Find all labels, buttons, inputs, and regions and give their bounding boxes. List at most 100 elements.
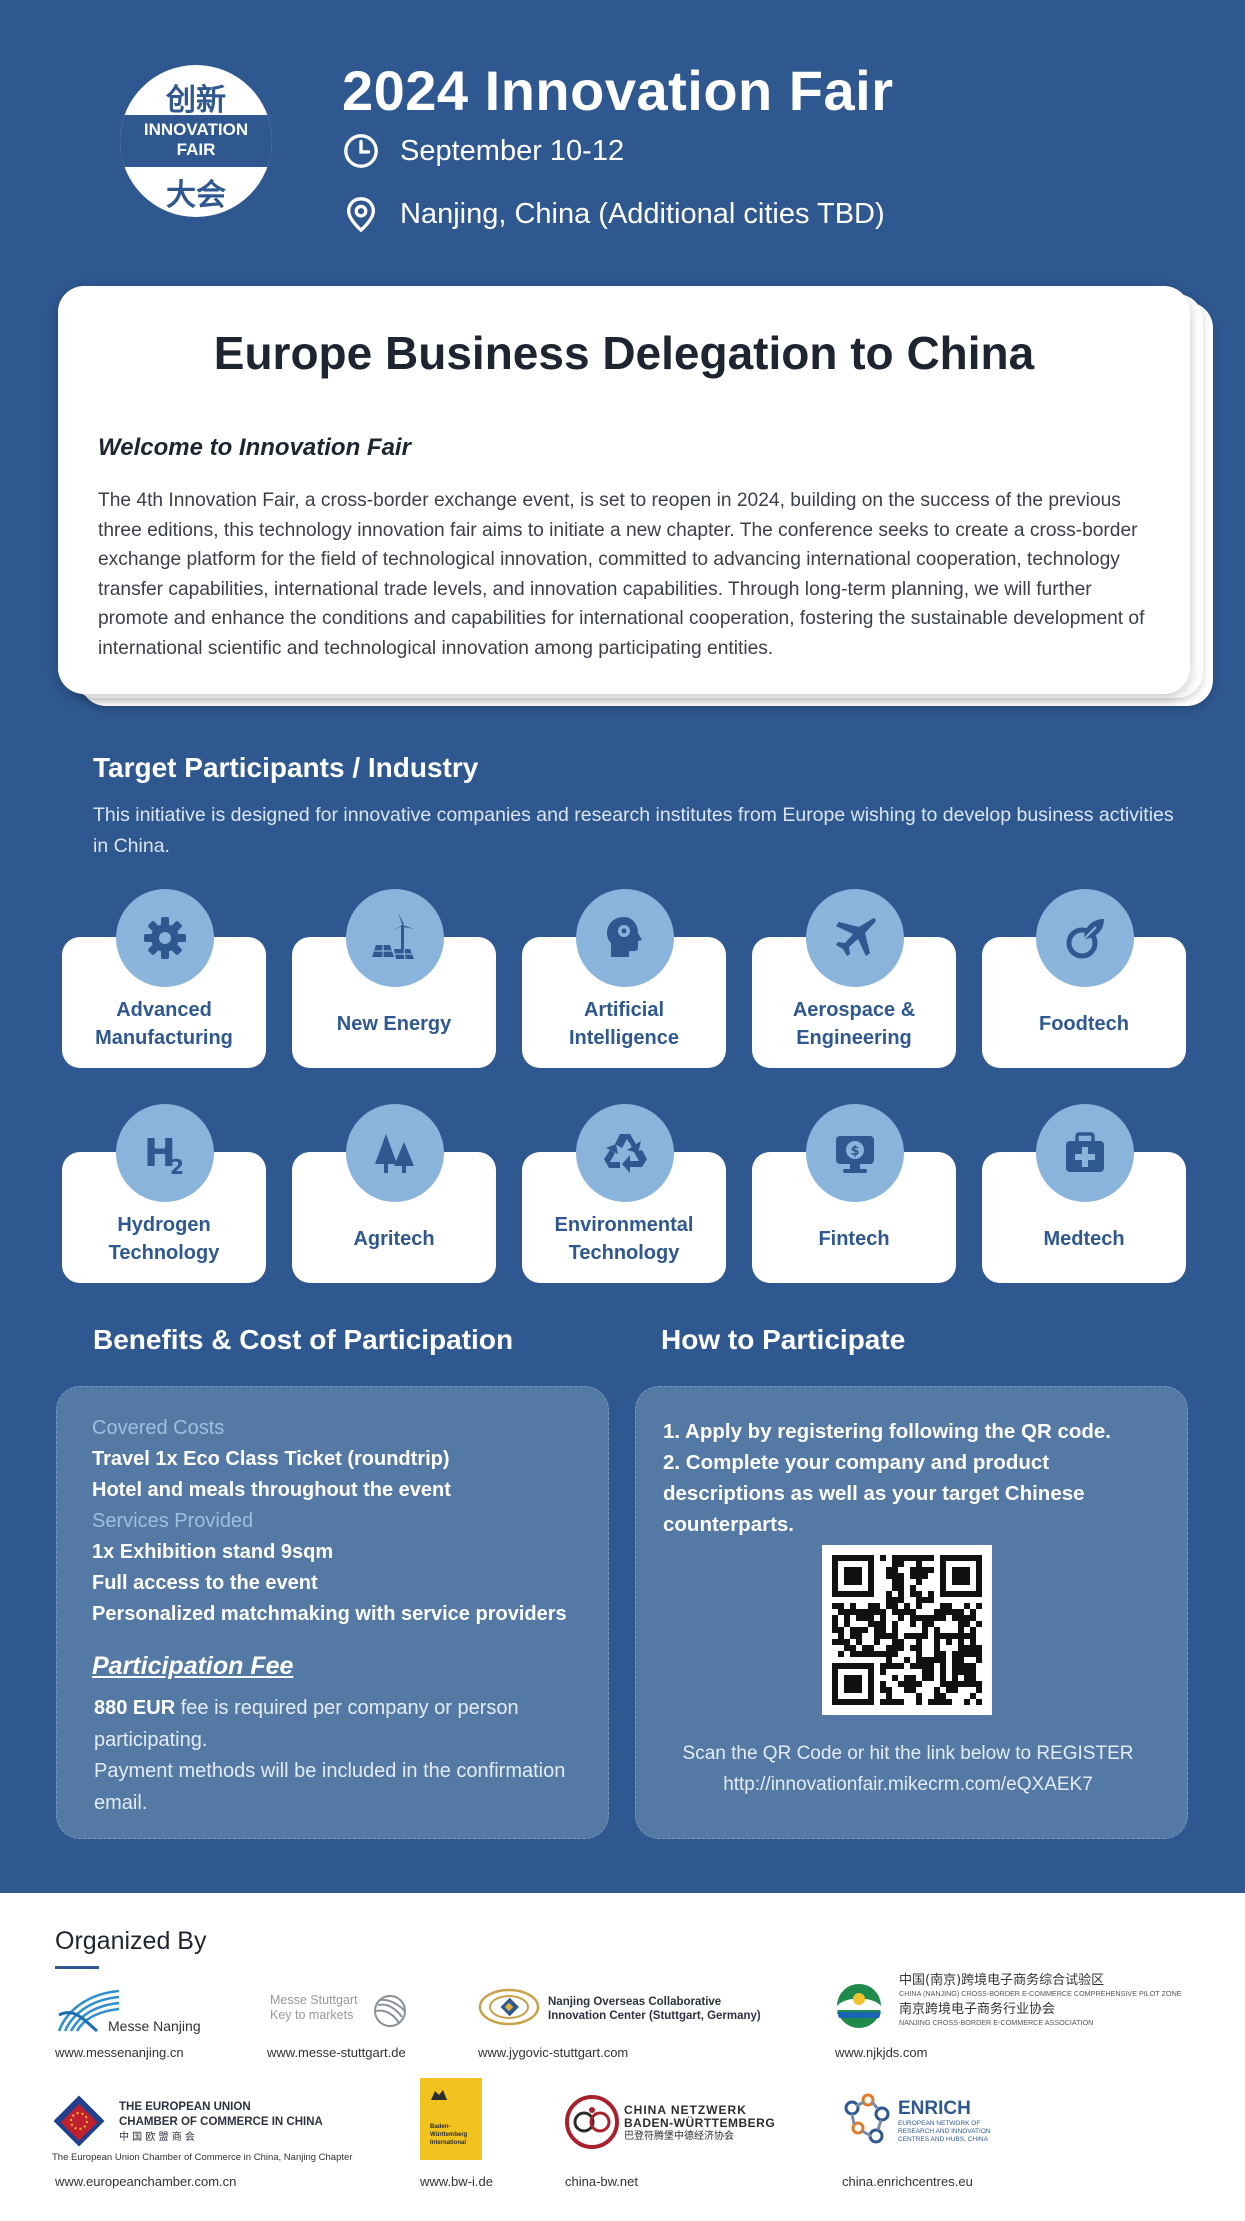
njkjds-url[interactable]: www.njkjds.com xyxy=(835,2045,928,2060)
howto-steps: 1. Apply by registering following the QR… xyxy=(663,1416,1163,1540)
industry-tile-new-energy: New Energy xyxy=(292,889,496,1068)
industry-label: New Energy xyxy=(336,1013,452,1035)
participants-subtitle: This initiative is designed for innovati… xyxy=(93,804,1174,857)
registration-qr-code[interactable] xyxy=(822,1545,992,1715)
fee-description: fee is required per company or person pa… xyxy=(94,1697,519,1751)
benefits-list: Covered Costs Travel 1x Eco Class Ticket… xyxy=(92,1413,567,1630)
eu-chamber-line2: CHAMBER OF COMMERCE IN CHINA xyxy=(119,2116,323,2128)
intro-title: Europe Business Delegation to China xyxy=(213,327,1035,379)
industry-tile-environmental: Environmental Technology xyxy=(522,1104,726,1283)
covered-item: Hotel and meals throughout the event xyxy=(92,1479,451,1501)
logo-band xyxy=(120,115,272,167)
jygovic-name-line1: Nanjing Overseas Collaborative xyxy=(548,1996,722,2008)
enrich-line2: RESEARCH AND INNOVATION xyxy=(898,2128,991,2135)
service-item: Personalized matchmaking with service pr… xyxy=(92,1603,567,1625)
industry-tile-aerospace: Aerospace & Engineering xyxy=(752,889,956,1068)
messe-nanjing-logo: Messe Nanjing xyxy=(55,1985,225,2035)
event-location-text: Nanjing, China (Additional cities TBD) xyxy=(400,197,885,230)
howto-step-1: 1. Apply by registering following the QR… xyxy=(663,1420,1112,1443)
event-location: Nanjing, China (Additional cities TBD) xyxy=(342,195,885,233)
page-title: 2024 Innovation Fair xyxy=(342,59,894,122)
industry-label: Foodtech xyxy=(1039,1013,1129,1035)
organizers-underline xyxy=(55,1966,99,1969)
industry-tile-fintech: $ Fintech xyxy=(752,1104,956,1283)
event-date-text: September 10-12 xyxy=(400,134,625,167)
jygovic-name-line2: Innovation Center (Stuttgart, Germany) xyxy=(548,2010,761,2022)
jygovic-url[interactable]: www.jygovic-stuttgart.com xyxy=(478,2045,629,2060)
njkjds-emblem xyxy=(837,1984,881,2028)
ai-head-icon xyxy=(576,889,674,987)
trees-icon xyxy=(346,1104,444,1202)
benefits-heading: Benefits & Cost of Participation xyxy=(93,1324,514,1355)
howto-heading: How to Participate xyxy=(661,1324,906,1355)
enrich-line1: EUROPEAN NETWORK OF xyxy=(898,2120,981,2127)
logo-cn-bottom: 大会 xyxy=(166,178,226,213)
leaf-icon xyxy=(1036,889,1134,987)
china-bw-url[interactable]: china-bw.net xyxy=(565,2174,638,2189)
clock-icon xyxy=(344,134,378,168)
china-bw-text: CHINA NETZWERK BADEN-WÜRTTEMBERG 巴登符腾堡中德… xyxy=(624,2104,775,2143)
enrich-text: ENRICH EUROPEAN NETWORK OF RESEARCH AND … xyxy=(898,2098,991,2144)
fee-text: 880 EUR fee is required per company or p… xyxy=(94,1693,594,1819)
china-bw-line2: BADEN-WÜRTTEMBERG xyxy=(624,2116,776,2130)
qr-code-graphic xyxy=(832,1555,982,1705)
messe-stuttgart-emblem xyxy=(374,1995,406,2027)
welcome-heading: Welcome to Innovation Fair xyxy=(98,434,411,461)
china-bw-line1: CHINA NETZWERK xyxy=(624,2103,747,2117)
logo-en-line1: INNOVATION xyxy=(143,120,249,139)
messe-stuttgart-tagline: Key to markets xyxy=(270,2008,354,2022)
china-bw-logo: CHINA NETZWERK BADEN-WÜRTTEMBERG 巴登符腾堡中德… xyxy=(564,2094,794,2154)
howto-step-2: 2. Complete your company and product des… xyxy=(663,1451,1085,1536)
service-item: 1x Exhibition stand 9sqm xyxy=(92,1541,334,1563)
industry-label: Environmental Technology xyxy=(554,1214,694,1264)
njkjds-en-line1: CHINA (NANJING) CROSS-BORDER E-COMMERCE … xyxy=(899,1989,1182,1998)
china-bw-emblem xyxy=(565,2095,619,2149)
bw-i-line1: Baden- xyxy=(430,2124,451,2130)
event-date: September 10-12 xyxy=(342,132,624,170)
svg-text:$: $ xyxy=(850,1144,859,1159)
industry-label: Artificial Intelligence xyxy=(568,999,680,1049)
enrich-line3: CENTRES AND HUBS, CHINA xyxy=(898,2136,988,2143)
fee-amount: 880 EUR xyxy=(94,1697,176,1719)
registration-link[interactable]: http://innovationfair.mikecrm.com/eQXAEK… xyxy=(723,1774,1093,1795)
organizers-heading: Organized By xyxy=(55,1927,207,1955)
fintech-screen-icon: $ xyxy=(806,1104,904,1202)
njkjds-cn-line1: 中国(南京)跨境电子商务综合试验区 xyxy=(899,1973,1105,1988)
messe-stuttgart-name: Messe Stuttgart xyxy=(270,1993,358,2007)
enrich-name: ENRICH xyxy=(898,2098,971,2119)
industry-label: Advanced Manufacturing xyxy=(95,999,233,1049)
jygovic-emblem xyxy=(478,1988,540,2026)
service-item: Full access to the event xyxy=(92,1572,318,1594)
industry-tile-advanced-manufacturing: Advanced Manufacturing xyxy=(62,889,266,1068)
location-pin-icon xyxy=(346,197,376,233)
medical-kit-icon xyxy=(1036,1104,1134,1202)
svg-text:2: 2 xyxy=(170,1155,184,1179)
bw-i-text: Baden- Württemberg International xyxy=(430,2123,467,2147)
njkjds-cn-line2: 南京跨境电子商务行业协会 xyxy=(899,2002,1056,2017)
china-bw-cn: 巴登符腾堡中德经济协会 xyxy=(624,2131,734,2142)
covered-costs-title: Covered Costs xyxy=(92,1417,225,1439)
bw-i-line3: International xyxy=(430,2140,467,2146)
intro-card: Europe Business Delegation to China Welc… xyxy=(58,286,1190,694)
eu-chamber-url[interactable]: www.europeanchamber.com.cn xyxy=(55,2174,237,2189)
industry-label: Hydrogen Technology xyxy=(108,1214,220,1264)
bw-i-url[interactable]: www.bw-i.de xyxy=(420,2174,493,2189)
messe-stuttgart-url[interactable]: www.messe-stuttgart.de xyxy=(267,2045,406,2060)
services-title: Services Provided xyxy=(92,1510,254,1532)
gear-icon xyxy=(116,889,214,987)
qr-caption-text: Scan the QR Code or hit the link below t… xyxy=(682,1743,1134,1764)
bw-i-logo: Baden- Württemberg International xyxy=(420,2078,482,2160)
recycle-icon xyxy=(576,1104,674,1202)
industry-tile-artificial-intelligence: Artificial Intelligence xyxy=(522,889,726,1068)
logo-en-line2: FAIR xyxy=(176,140,216,159)
messe-nanjing-url[interactable]: www.messenanjing.cn xyxy=(55,2045,184,2060)
njkjds-en-line2: NANJING CROSS-BORDER E-COMMERCE ASSOCIAT… xyxy=(899,2018,1094,2027)
enrich-url[interactable]: china.enrichcentres.eu xyxy=(842,2174,973,2189)
messe-nanjing-name: Messe Nanjing xyxy=(108,2018,201,2034)
eu-chamber-logo: THE EUROPEAN UNION CHAMBER OF COMMERCE I… xyxy=(52,2094,372,2163)
